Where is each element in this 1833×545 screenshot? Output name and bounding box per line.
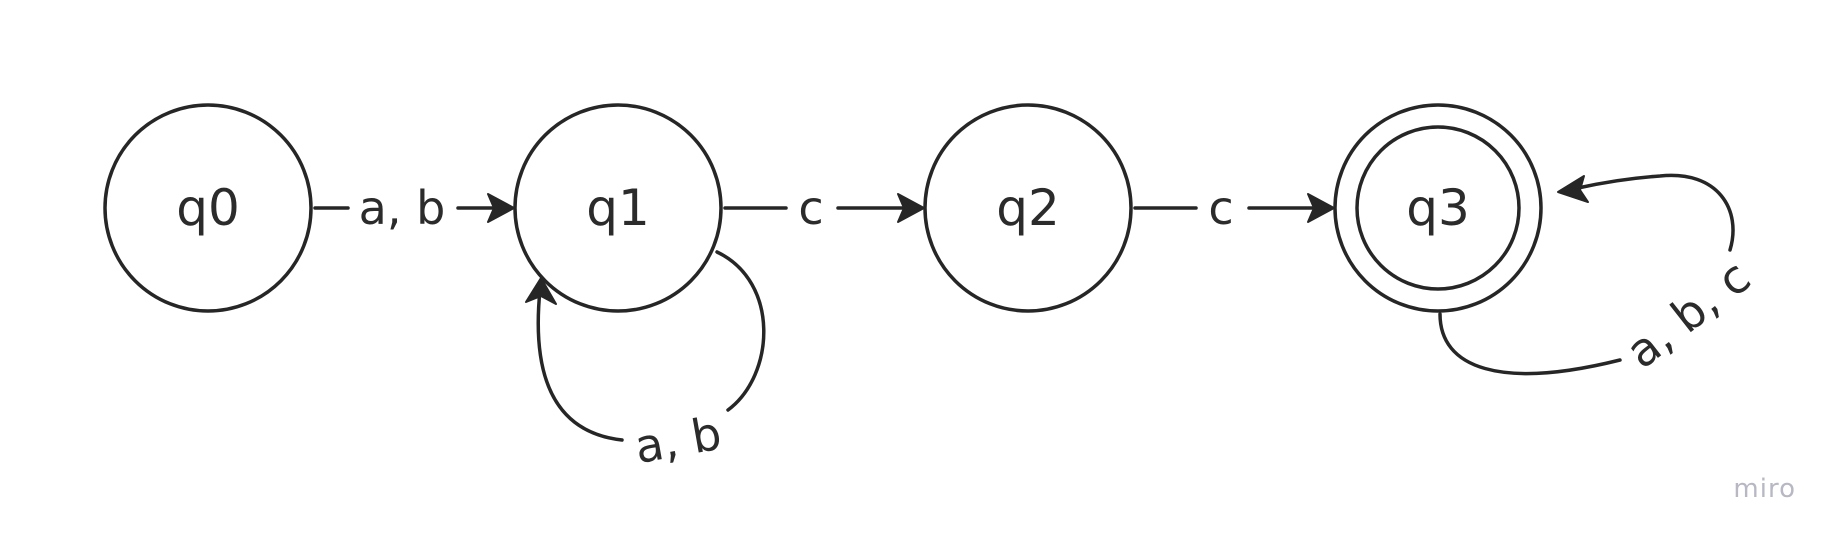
miro-watermark: miro [1733,474,1796,504]
transition-q1-q2-arrowhead [897,193,925,223]
transition-q2-q3-label: c [1208,181,1233,235]
transition-q3-self-loop-lower-arc [1438,312,1622,376]
state-q0[interactable]: q0 [103,103,313,313]
transition-q3-self-loop-upper-arc [1576,173,1735,252]
transition-q2-q3-arrowhead [1307,193,1335,223]
transition-q1-self-loop-arrowhead [525,277,557,305]
state-q1[interactable]: q1 [513,103,723,313]
state-q1-label: q1 [586,179,650,237]
state-q3[interactable]: q3 [1333,103,1543,313]
transition-q3-self-loop-arrowhead [1557,175,1589,203]
state-q2[interactable]: q2 [923,103,1133,313]
state-q2-label: q2 [996,179,1060,237]
transition-q1-self-loop-left-arc [536,288,624,442]
state-q3-label: q3 [1406,179,1470,237]
transition-q3-self-loop[interactable]: a, b, c [1438,173,1760,379]
state-q3-inner-circle [1355,125,1521,291]
state-q0-circle [103,103,313,313]
transition-q1-q2-label: c [798,181,823,235]
state-q0-label: q0 [176,179,240,237]
transition-q0-q1[interactable]: a, b [313,181,515,235]
transition-q3-self-loop-label: a, b, c [1616,249,1760,378]
transition-q1-self-loop[interactable]: a, b [525,250,766,474]
transition-q0-q1-label: a, b [359,181,446,235]
transition-q0-q1-arrowhead [487,193,515,223]
transition-q2-q3[interactable]: c [1133,181,1335,235]
transition-q1-self-loop-right-arc [715,250,766,412]
transition-q1-q2[interactable]: c [723,181,925,235]
transition-q1-self-loop-label: a, b [631,406,726,474]
